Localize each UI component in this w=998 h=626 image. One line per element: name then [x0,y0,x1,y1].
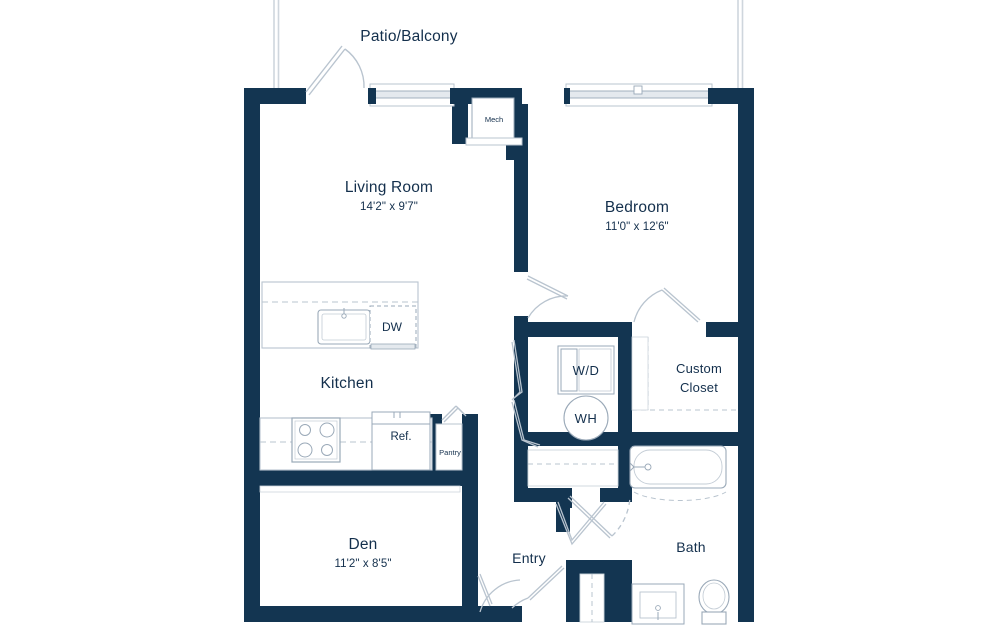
water-heater [563,395,609,441]
patio-swing-door [305,45,365,96]
linen-closet [527,449,619,487]
closet-door [633,287,701,323]
laundry-bifold-door [511,339,541,448]
patio-sliding-door-right [564,83,714,107]
bathtub [629,445,727,502]
pantry-closet [435,405,467,471]
entry-closet-interior [579,573,605,623]
entry-door [479,565,565,613]
linen-closet-door [555,501,607,546]
patio-sliding-door-left [368,83,456,107]
bath-door [567,495,631,539]
bedroom-door [526,275,569,319]
walls [244,88,754,622]
toilet [698,579,730,625]
mech-closet [465,97,523,146]
entry-closet-door [477,573,493,607]
patio-railing [273,0,744,92]
washer-dryer [557,345,615,395]
custom-closet-shelves [631,336,740,411]
refrigerator [371,411,431,471]
kitchen-sink [317,308,371,345]
bath-vanity [631,583,685,625]
dishwasher [369,305,417,350]
kitchen-wall-detail [259,485,461,493]
cooktop-range [291,417,341,463]
